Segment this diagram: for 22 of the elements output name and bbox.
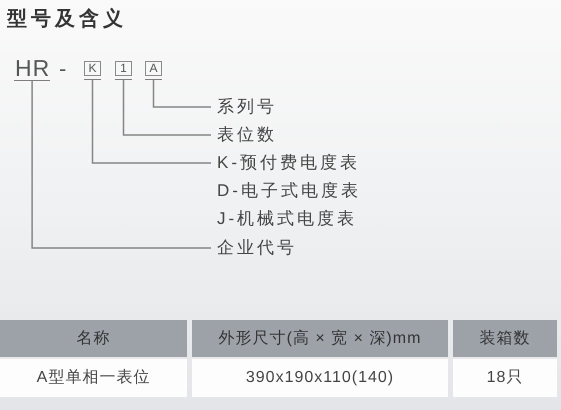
code-letter-box: 1: [115, 61, 132, 80]
table-cell: 18只: [453, 359, 557, 397]
table-header-cell: 外形尺寸(高 × 宽 × 深)mm: [192, 320, 448, 357]
leader-line: [122, 80, 211, 136]
meaning-text: 企业代号: [211, 236, 297, 260]
code-letter-box: K: [84, 61, 101, 80]
meaning-text: 系列号: [211, 95, 277, 119]
table-header-cell: 装箱数: [453, 320, 557, 357]
title: 型号及含义: [7, 6, 127, 32]
leader-line: [92, 80, 211, 164]
table-cell: A型单相一表位: [0, 359, 187, 397]
underlined-code: HR: [14, 56, 50, 81]
table-cell: 390x190x110(140): [192, 359, 448, 397]
meaning-text: 表位数: [211, 123, 277, 147]
table-header-cell: 名称: [0, 320, 187, 357]
code-dash: -: [59, 57, 66, 81]
leader-line: [152, 80, 211, 108]
meaning-text: J-机械式电度表: [217, 208, 358, 230]
code-letter-box: A: [145, 61, 162, 80]
leader-line: [31, 81, 211, 249]
meaning-text: D-电子式电度表: [217, 180, 361, 202]
meaning-text: K-预付费电度表: [211, 151, 360, 175]
